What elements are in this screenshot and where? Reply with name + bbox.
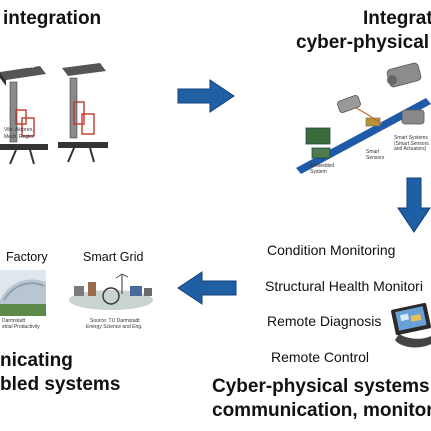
arrow-down-icon	[397, 177, 431, 233]
bottom-right-title-line1: Cyber-physical systems	[212, 376, 430, 397]
item-remote-control: Remote Control	[271, 349, 370, 365]
bottom-left-title-line2: bled systems	[0, 374, 121, 395]
arrow-left-icon	[177, 271, 237, 305]
note-line-1: Vibr. Aktoren,	[4, 127, 34, 133]
beam-label-right: Adaptronik	[68, 60, 95, 66]
item-remote-diagnosis: Remote Diagnosis	[267, 313, 382, 329]
tablet-icon	[391, 302, 431, 348]
smart-sensors-label: Smart Sensors	[366, 149, 385, 161]
arrow-right-icon	[177, 79, 235, 113]
factory-source-line-1: Darmstadt	[2, 318, 26, 324]
smart-grid-image	[69, 273, 153, 310]
grid-source-line-1: Source: TU Darmstadt	[90, 318, 140, 324]
integration-title: integration	[3, 8, 102, 29]
smart-grid-label: Smart Grid	[83, 250, 144, 264]
smart-systems-label: Smart Systems (Smart Sensors and Actuato…	[394, 135, 429, 152]
bottom-left-title-line1: nicating	[0, 350, 73, 371]
item-condition-monitoring: Condition Monitoring	[267, 242, 396, 258]
smart-factory-image	[0, 270, 46, 316]
smart-factory-label: Factory	[6, 250, 48, 264]
top-right-title-line2: cyber-physical	[296, 32, 430, 53]
adaptronik-drawing	[0, 63, 108, 165]
beam-label-left: Adaptronik	[8, 64, 35, 70]
cps-drawing	[296, 62, 431, 174]
factory-source-line-2: strial Productivity	[2, 324, 40, 330]
bottom-right-title-line2: communication, monitor	[212, 400, 431, 421]
grid-source-line-2: Energy Science and Eng.	[86, 324, 143, 330]
top-right-title-line1: Integrat	[363, 8, 431, 29]
note-line-2: Mech. Regler	[4, 134, 34, 140]
embedded-label: Embedded System	[310, 163, 335, 175]
item-structural-health: Structural Health Monitori	[265, 278, 423, 294]
